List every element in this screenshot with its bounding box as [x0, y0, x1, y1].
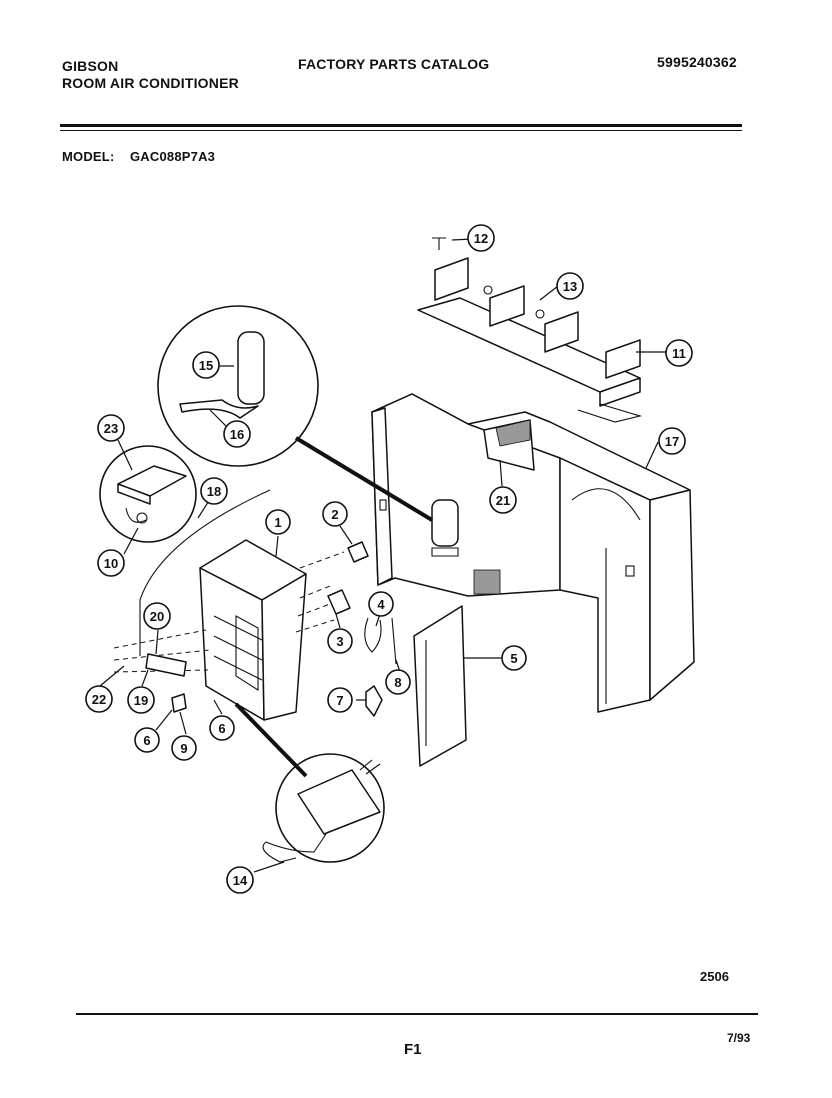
- svg-text:20: 20: [150, 609, 164, 624]
- small-parts: [139, 489, 397, 717]
- capacitor-inset: [157, 305, 434, 522]
- svg-text:1: 1: [274, 515, 281, 530]
- callout-13: 13: [556, 272, 584, 300]
- callout-12: 12: [467, 224, 495, 252]
- svg-text:7: 7: [336, 693, 343, 708]
- bracket-assembly: [417, 237, 643, 423]
- brand-name: GIBSON: [62, 58, 119, 74]
- control-box: [113, 539, 345, 721]
- leader-lines: [99, 237, 666, 873]
- svg-text:13: 13: [563, 279, 577, 294]
- svg-text:6: 6: [143, 733, 150, 748]
- svg-text:15: 15: [199, 358, 213, 373]
- callout-22: 22: [85, 685, 113, 713]
- callout-6-right: 6: [209, 715, 235, 741]
- catalog-title: FACTORY PARTS CATALOG: [298, 56, 490, 72]
- svg-text:5: 5: [510, 651, 517, 666]
- callout-4: 4: [368, 591, 394, 617]
- svg-text:4: 4: [377, 597, 385, 612]
- callout-2: 2: [322, 501, 348, 527]
- callout-18: 18: [200, 477, 228, 505]
- power-cord-inset: [234, 702, 385, 863]
- model-value: GAC088P7A3: [130, 149, 216, 164]
- product-name: ROOM AIR CONDITIONER: [62, 75, 239, 91]
- svg-text:3: 3: [336, 634, 343, 649]
- callout-3: 3: [327, 628, 353, 654]
- svg-text:12: 12: [474, 231, 488, 246]
- svg-text:22: 22: [92, 692, 106, 707]
- callout-8: 8: [385, 669, 411, 695]
- svg-text:16: 16: [230, 427, 244, 442]
- control-panel-5: [413, 605, 467, 767]
- svg-text:8: 8: [394, 675, 401, 690]
- svg-text:21: 21: [496, 493, 510, 508]
- callout-5: 5: [501, 645, 527, 671]
- thermostat-inset: [99, 445, 197, 543]
- callout-23: 23: [97, 414, 125, 442]
- callout-10: 10: [97, 549, 125, 577]
- callout-6-left: 6: [134, 727, 160, 753]
- header-rule-bottom: [60, 130, 742, 131]
- callout-17: 17: [658, 427, 686, 455]
- catalog-number: 5995240362: [657, 54, 737, 70]
- callout-14: 14: [226, 866, 254, 894]
- drawing-code: 2506: [700, 969, 729, 984]
- svg-text:23: 23: [104, 421, 118, 436]
- callout-11: 11: [665, 339, 693, 367]
- svg-text:18: 18: [207, 484, 221, 499]
- callout-7: 7: [327, 687, 353, 713]
- svg-text:17: 17: [665, 434, 679, 449]
- svg-text:2: 2: [331, 507, 338, 522]
- svg-text:11: 11: [672, 346, 686, 361]
- svg-text:19: 19: [134, 693, 148, 708]
- svg-text:10: 10: [104, 556, 118, 571]
- svg-text:9: 9: [180, 741, 187, 756]
- page-code: F1: [404, 1041, 422, 1058]
- footer-rule: [76, 1013, 758, 1015]
- callout-9: 9: [171, 735, 197, 761]
- date-code: 7/93: [727, 1031, 751, 1045]
- cabinet-shell: [371, 393, 695, 713]
- callout-20: 20: [143, 602, 171, 630]
- svg-text:6: 6: [218, 721, 225, 736]
- callout-15: 15: [192, 351, 220, 379]
- callout-19: 19: [127, 686, 155, 714]
- model-label: MODEL:: [62, 149, 115, 164]
- callout-1: 1: [265, 509, 291, 535]
- callout-16: 16: [223, 420, 251, 448]
- header-rule-top: [60, 124, 742, 127]
- callout-21: 21: [489, 486, 517, 514]
- svg-text:14: 14: [233, 873, 248, 888]
